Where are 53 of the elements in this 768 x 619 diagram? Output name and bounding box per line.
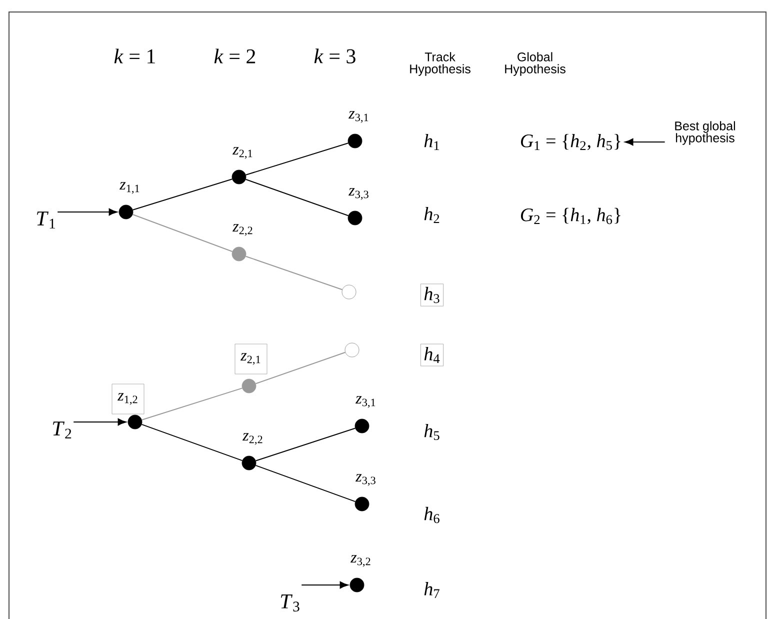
point-label: z$_{3,3}$ [348, 188, 368, 200]
track-label: T$_{1}$ [37, 212, 55, 228]
branch-line [132, 214, 233, 252]
column-heading: Track Hypothesis [410, 52, 470, 76]
arrow [301, 581, 348, 589]
track-point [232, 170, 246, 184]
branch-line [141, 424, 243, 462]
branch-line [245, 178, 349, 216]
hypothesis-formula: G$_{1}$ = {h$_{2}$, h$_{5}$} [521, 134, 620, 150]
track-point [354, 418, 370, 434]
branch-line [245, 142, 349, 176]
point-label: z$_{3,3}$ [355, 474, 376, 486]
boxed-label: z$_{1,2}$ [112, 384, 144, 414]
hypothesis-formula: h$_{5}$ [424, 424, 440, 440]
branch-line [132, 178, 233, 210]
track-point [348, 210, 362, 226]
point-label: z$_{2,2}$ [232, 224, 252, 236]
point-label: z$_{2,1}$ [232, 147, 252, 159]
point-label: z$_{3,2}$ [350, 555, 370, 567]
point-label: z$_{3,1}$ [348, 111, 368, 123]
track-point [242, 378, 256, 394]
track-point [348, 134, 362, 148]
track-label: T$_{2}$ [53, 422, 72, 438]
note-text: Best global hypothesis [675, 121, 735, 145]
branch-line [245, 256, 343, 290]
boxed-label: h$_{3}$ [420, 284, 444, 306]
track-label: T$_{3}$ [281, 594, 300, 612]
branch-line [141, 388, 243, 420]
arrow [624, 138, 666, 146]
track-point [232, 246, 246, 262]
empty-point [342, 284, 356, 300]
track-point [354, 496, 370, 512]
hypothesis-formula: G$_{2}$ = {h$_{1}$, h$_{6}$} [521, 208, 620, 224]
column-heading: k = 1 [114, 48, 155, 64]
point-label: z$_{3,1}$ [355, 396, 376, 408]
branch-line [255, 464, 356, 502]
branch-line [255, 352, 346, 384]
hypothesis-formula: h$_{7}$ [424, 582, 440, 598]
point-label: z$_{2,2}$ [242, 433, 262, 445]
point-label: z$_{1,1}$ [119, 182, 140, 194]
boxed-label: z$_{2,1}$ [234, 344, 268, 374]
arrow [57, 208, 118, 216]
hypothesis-formula: h$_{1}$ [424, 134, 440, 150]
hypothesis-formula: h$_{6}$ [424, 506, 440, 524]
column-heading: Global Hypothesis [505, 52, 566, 76]
column-heading: k = 2 [214, 48, 256, 64]
arrow [73, 418, 126, 426]
hypothesis-formula: h$_{2}$ [424, 207, 440, 224]
column-heading: k = 3 [314, 48, 356, 64]
track-point [242, 456, 256, 470]
boxed-label: h$_{4}$ [420, 344, 444, 366]
empty-point [344, 342, 360, 358]
branch-line [255, 428, 356, 462]
